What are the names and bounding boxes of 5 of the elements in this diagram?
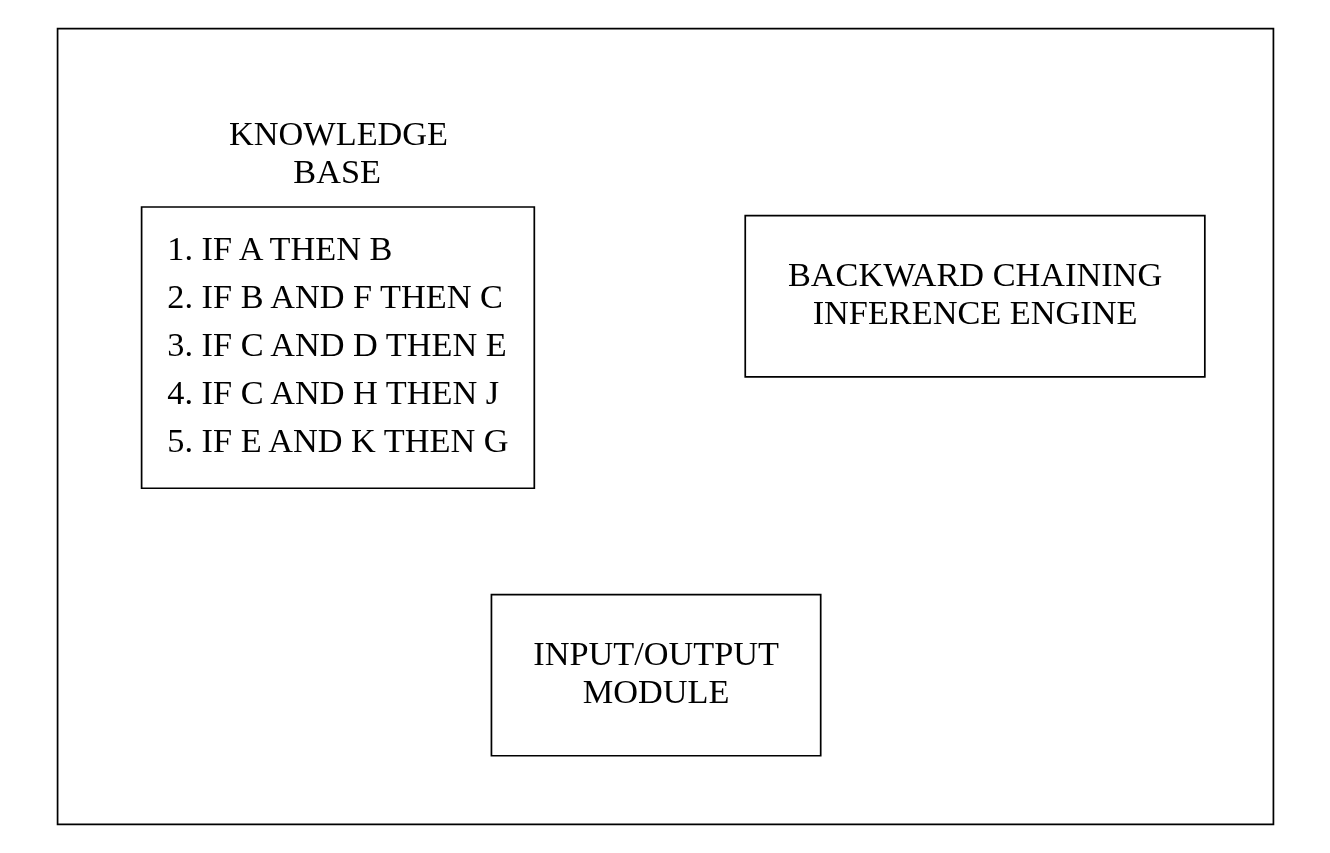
node-box: INPUT/OUTPUT MODULE: [490, 593, 822, 757]
cluster: [56, 27, 1274, 826]
node-label: KNOWLEDGE BASE: [228, 114, 448, 190]
node-box: BACKWARD CHAINING INFERENCE ENGINE: [743, 214, 1206, 378]
node-box: 1. IF A THEN B 2. IF B AND F THEN C 3. IF C AND D THEN E 4. IF C AND H THEN J 5. IF E AND K THEN G: [140, 206, 535, 490]
